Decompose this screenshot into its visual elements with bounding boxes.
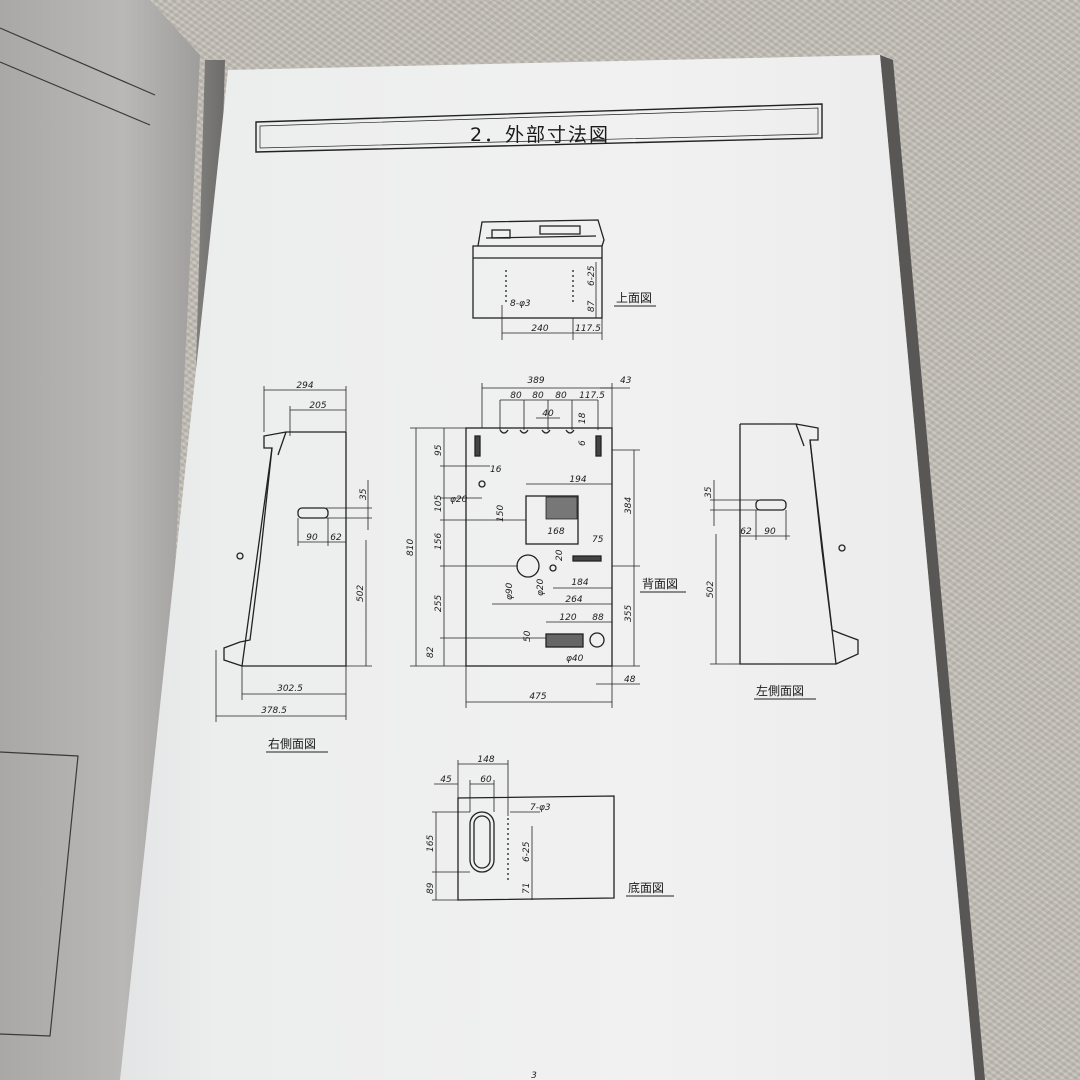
svg-text:90: 90 <box>764 527 776 537</box>
svg-text:120: 120 <box>559 613 576 623</box>
svg-text:87: 87 <box>587 300 597 312</box>
svg-text:80: 80 <box>510 391 522 401</box>
svg-text:148: 148 <box>477 755 494 765</box>
page-number: 3 <box>531 1071 537 1080</box>
svg-text:502: 502 <box>706 581 716 598</box>
svg-text:7-φ3: 7-φ3 <box>530 803 551 813</box>
svg-text:117.5: 117.5 <box>575 324 601 334</box>
svg-text:90: 90 <box>306 533 318 543</box>
svg-text:43: 43 <box>620 376 632 386</box>
svg-text:16: 16 <box>490 465 502 475</box>
bottom-view-dims: 148 45 60 7-φ3 165 6-25 89 71 <box>426 755 551 894</box>
top-view <box>472 219 605 340</box>
svg-text:168: 168 <box>547 527 564 537</box>
svg-text:384: 384 <box>624 497 634 514</box>
right-side-view-dims: 294 205 35 90 62 502 302.5 378.5 <box>261 381 369 716</box>
svg-text:255: 255 <box>434 595 444 612</box>
svg-text:φ20: φ20 <box>536 578 546 596</box>
svg-text:165: 165 <box>426 835 436 852</box>
svg-text:φ20: φ20 <box>450 495 468 505</box>
svg-text:50: 50 <box>523 630 533 642</box>
svg-text:20: 20 <box>555 549 565 561</box>
svg-text:89: 89 <box>426 882 436 894</box>
svg-text:80: 80 <box>532 391 544 401</box>
svg-text:35: 35 <box>704 486 714 498</box>
svg-text:48: 48 <box>624 675 636 685</box>
svg-text:88: 88 <box>592 613 604 623</box>
left-side-view-label: 左側面図 <box>756 683 804 698</box>
left-side-view-dims: 35 62 90 502 <box>704 486 776 598</box>
top-view-label: 上面図 <box>616 291 652 305</box>
svg-text:35: 35 <box>359 488 369 500</box>
svg-text:302.5: 302.5 <box>277 684 303 694</box>
bottom-view <box>432 760 615 901</box>
svg-text:205: 205 <box>309 401 326 411</box>
svg-text:156: 156 <box>434 533 444 550</box>
back-view <box>410 383 640 708</box>
svg-text:194: 194 <box>569 475 586 485</box>
right-side-view <box>215 386 372 722</box>
left-side-view <box>710 423 859 665</box>
svg-text:95: 95 <box>434 444 444 456</box>
svg-text:389: 389 <box>527 376 544 386</box>
svg-text:8-φ3: 8-φ3 <box>510 299 531 309</box>
svg-text:378.5: 378.5 <box>261 706 287 716</box>
svg-text:82: 82 <box>426 646 436 658</box>
svg-text:6: 6 <box>578 440 588 446</box>
svg-text:62: 62 <box>330 533 342 543</box>
svg-text:355: 355 <box>624 605 634 622</box>
svg-text:810: 810 <box>406 539 416 556</box>
svg-text:80: 80 <box>555 391 567 401</box>
bottom-view-label: 底面図 <box>628 880 664 895</box>
top-view-dims: 8-φ3 240 117.5 6-25 87 <box>510 265 601 334</box>
svg-text:φ90: φ90 <box>505 582 515 600</box>
svg-text:240: 240 <box>531 324 548 334</box>
svg-text:150: 150 <box>496 505 506 522</box>
section-title: 2．外部寸法図 <box>470 124 610 146</box>
svg-text:18: 18 <box>578 412 588 424</box>
svg-text:71: 71 <box>522 883 532 894</box>
back-view-dims: 389 43 80 80 80 117.5 40 18 6 95 16 φ20 … <box>406 376 636 702</box>
svg-text:45: 45 <box>440 775 452 785</box>
svg-text:40: 40 <box>542 409 554 419</box>
svg-text:62: 62 <box>740 527 752 537</box>
svg-text:184: 184 <box>571 578 588 588</box>
svg-text:264: 264 <box>565 595 582 605</box>
svg-text:294: 294 <box>296 381 313 391</box>
svg-text:60: 60 <box>480 775 492 785</box>
svg-text:475: 475 <box>529 692 546 702</box>
svg-text:6-25: 6-25 <box>587 265 597 286</box>
svg-text:117.5: 117.5 <box>579 391 605 401</box>
svg-text:6-25: 6-25 <box>522 841 532 862</box>
back-view-label: 背面図 <box>642 577 678 591</box>
svg-text:75: 75 <box>592 535 604 545</box>
svg-text:502: 502 <box>356 585 366 602</box>
right-side-view-label: 右側面図 <box>268 736 316 751</box>
svg-text:φ40: φ40 <box>566 654 584 664</box>
section-title-bar: 2．外部寸法図 <box>255 103 823 153</box>
svg-text:105: 105 <box>434 495 444 512</box>
